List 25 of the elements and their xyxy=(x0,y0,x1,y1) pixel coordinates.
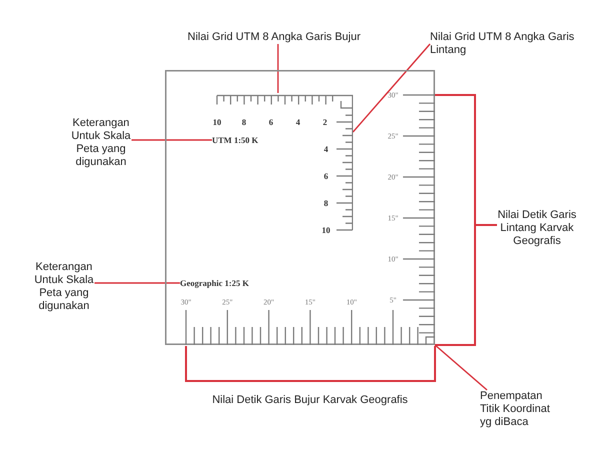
scale-number: 2 xyxy=(322,118,328,126)
leader-line xyxy=(132,139,212,141)
scale-title: UTM 1:50 K xyxy=(212,135,258,145)
leader-line xyxy=(434,94,498,346)
scale-number: 4 xyxy=(296,118,300,126)
leader-line xyxy=(434,344,488,391)
callout-text: Keterangan Untuk Skala Peta yang digunakan xyxy=(70,117,132,169)
scale-number: 10 xyxy=(212,118,222,126)
scale-number: 10 xyxy=(322,226,330,234)
leader-line xyxy=(277,44,279,93)
romer-card xyxy=(165,70,435,345)
callout-text: Keterangan Untuk Skala Peta yang digunakan xyxy=(34,261,94,313)
leader-line xyxy=(352,44,431,132)
callout-text: Nilai Grid UTM 8 Angka Garis Lintang xyxy=(430,31,576,57)
leader-line xyxy=(94,282,180,284)
scale-title: Geographic 1:25 K xyxy=(180,278,249,288)
callout-text: Penempatan Titik Koordinat yg diBaca xyxy=(480,390,551,429)
scale-number: 8 xyxy=(324,198,328,208)
callout-text: Nilai Detik Garis Bujur Karvak Geografis xyxy=(212,394,408,407)
scale-number: 6 xyxy=(268,118,274,126)
scale-number: 4 xyxy=(324,144,328,154)
scale-number: 8 xyxy=(242,118,246,126)
callout-text: Nilai Detik Garis Lintang Karvak Geografis xyxy=(497,209,577,248)
callout-text: Nilai Grid UTM 8 Angka Garis Bujur xyxy=(187,31,361,44)
scale-number: 6 xyxy=(324,172,328,180)
